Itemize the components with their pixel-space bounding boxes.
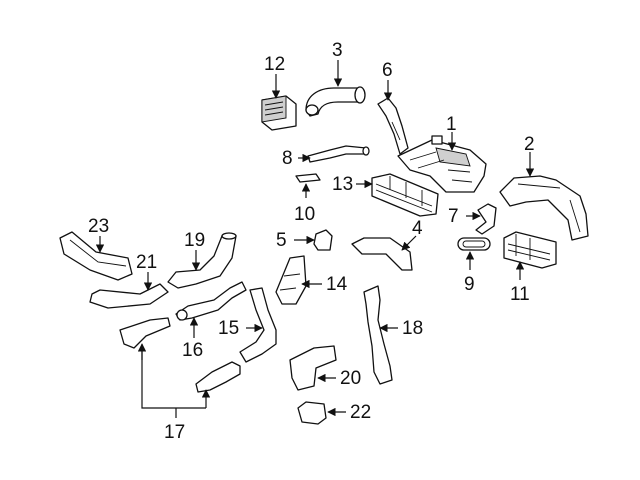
part-2-large-curved-duct — [499, 175, 589, 241]
callout-19: 19 — [184, 230, 205, 251]
part-11-side-outlet — [503, 231, 557, 269]
callout-7: 7 — [448, 206, 459, 227]
part-1-center-outlet-housing — [397, 135, 487, 193]
callout-17: 17 — [164, 422, 185, 443]
part-20-elbow-duct — [289, 345, 337, 391]
leader-arrows — [95, 60, 535, 418]
callout-14: 14 — [326, 274, 348, 295]
callout-22: 22 — [350, 402, 371, 423]
part-10-clip — [295, 173, 321, 183]
callout-labels: 12 3 6 1 2 8 10 13 7 4 5 9 11 23 19 21 1… — [88, 40, 535, 443]
callout-11: 11 — [510, 284, 530, 305]
part-22-tray — [297, 401, 327, 425]
part-3-curved-duct — [305, 86, 366, 117]
callout-13: 13 — [332, 174, 353, 195]
part-18-long-duct — [363, 285, 393, 385]
callout-6: 6 — [382, 60, 393, 81]
part-7-bracket — [475, 203, 497, 235]
callout-18: 18 — [402, 318, 423, 339]
part-17-lower-ducts — [119, 317, 241, 393]
part-8-thin-duct — [307, 145, 370, 163]
callout-16: 16 — [182, 340, 203, 361]
callout-20: 20 — [340, 368, 361, 389]
callout-1: 1 — [446, 114, 457, 135]
callout-21: 21 — [136, 252, 157, 273]
part-21-floor-duct — [89, 283, 169, 309]
callout-23: 23 — [88, 216, 109, 237]
part-14-box-duct — [275, 255, 307, 305]
callout-15: 15 — [218, 318, 239, 339]
part-16-bent-duct — [175, 281, 247, 321]
leader-4 — [401, 235, 417, 251]
part-5-small-box — [313, 229, 333, 251]
leader-17 — [141, 350, 206, 409]
callout-8: 8 — [282, 148, 293, 169]
callout-5: 5 — [276, 230, 287, 251]
part-23-floor-duct — [59, 231, 133, 281]
callout-2: 2 — [524, 134, 535, 155]
part-13-long-outlet — [371, 173, 439, 217]
part-6-vertical-duct — [377, 97, 409, 155]
callout-12: 12 — [264, 54, 285, 75]
callout-4: 4 — [412, 218, 423, 239]
callout-9: 9 — [464, 274, 475, 295]
callout-10: 10 — [294, 204, 315, 225]
callout-3: 3 — [332, 40, 343, 61]
part-12-vent-grille — [261, 95, 297, 131]
part-4-angled-duct — [351, 237, 413, 271]
part-9-oval-seal — [457, 237, 491, 251]
part-15-s-duct — [239, 287, 277, 363]
